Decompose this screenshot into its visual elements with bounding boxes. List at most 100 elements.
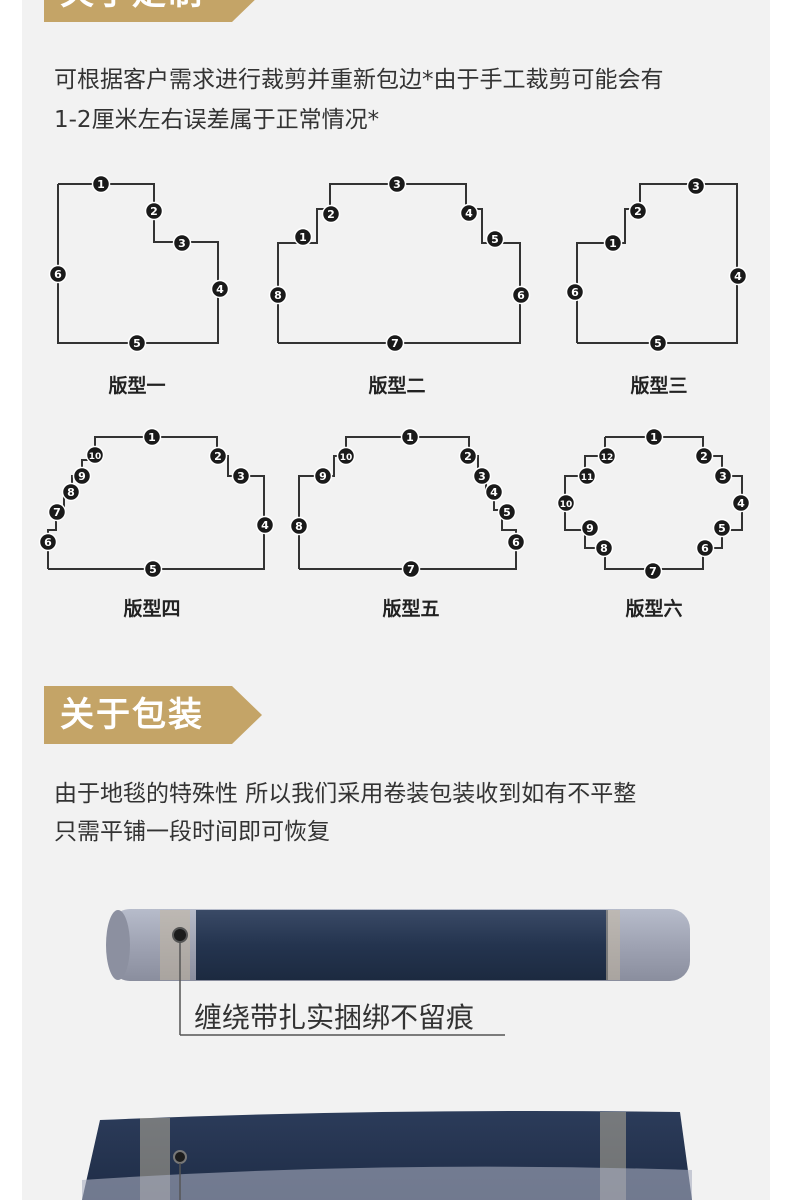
shape-5-marker-label-1: 1 bbox=[406, 431, 414, 444]
rolled-rug-image-2 bbox=[82, 1111, 692, 1200]
shape-2-marker-3 bbox=[387, 174, 407, 194]
tag-arrow-shape bbox=[44, 0, 255, 22]
shape-5-marker-label-7: 7 bbox=[407, 563, 415, 576]
shape-3-marker-label-6: 6 bbox=[571, 286, 579, 299]
shape-3-marker-label-1: 1 bbox=[609, 237, 617, 250]
shape-6-marker-4 bbox=[731, 493, 751, 513]
shape-2-marker-5 bbox=[485, 229, 505, 249]
shape-1-marker-label-4: 4 bbox=[216, 283, 224, 296]
shape-4-marker-label-2: 2 bbox=[214, 450, 222, 463]
shape-1-marker-5 bbox=[127, 333, 147, 353]
shape-6-marker-11 bbox=[577, 466, 597, 486]
shape-5-marker-label-2: 2 bbox=[464, 450, 472, 463]
shape-4-caption: 版型四 bbox=[123, 598, 181, 620]
shape-2-marker-label-3: 3 bbox=[393, 178, 401, 191]
shape-3-marker-1 bbox=[603, 233, 623, 253]
shape-1-marker-2 bbox=[144, 201, 164, 221]
shape-6-marker-6 bbox=[695, 538, 715, 558]
shape-6-marker-label-5: 5 bbox=[718, 522, 726, 535]
shape-3-marker-2 bbox=[628, 201, 648, 221]
shape-5-marker-5 bbox=[497, 502, 517, 522]
shape-5-marker-label-5: 5 bbox=[503, 506, 511, 519]
shape-1-marker-6 bbox=[48, 264, 68, 284]
shape-3-marker-label-4: 4 bbox=[734, 270, 742, 283]
shape-2-marker-1 bbox=[293, 227, 313, 247]
shape-5-outline bbox=[298, 436, 517, 570]
shape-5-marker-6 bbox=[506, 532, 526, 552]
shape-2-marker-label-7: 7 bbox=[391, 337, 399, 350]
shape-4-marker-5 bbox=[143, 559, 163, 579]
shape-2-marker-6 bbox=[511, 285, 531, 305]
customize-line-2: 1-2厘米左右误差属于正常情况* bbox=[54, 107, 380, 133]
shape-4-marker-10 bbox=[85, 445, 105, 465]
shape-6-marker-12 bbox=[597, 446, 617, 466]
shape-6-marker-label-2: 2 bbox=[700, 450, 708, 463]
shape-1-marker-label-2: 2 bbox=[150, 205, 158, 218]
shape-6-outline bbox=[564, 436, 743, 570]
rolled-rug-image-1 bbox=[106, 909, 690, 1036]
shape-6-marker-7 bbox=[643, 561, 663, 581]
shape-5-marker-7 bbox=[401, 559, 421, 579]
shape-4-marker-4 bbox=[255, 515, 275, 535]
shape-4-marker-label-9: 9 bbox=[78, 470, 86, 483]
shape-4-marker-3 bbox=[231, 466, 251, 486]
shape-3-marker-3 bbox=[686, 176, 706, 196]
shape-4-marker-9 bbox=[72, 466, 92, 486]
roll-note-label: 缠绕带扎实捆绑不留痕 bbox=[194, 1001, 475, 1034]
shape-6-caption: 版型六 bbox=[625, 598, 683, 620]
customize-section-tag: 关于定制 bbox=[44, 0, 264, 22]
packaging-line-1: 由于地毯的特殊性 所以我们采用卷装包装收到如有不平整 bbox=[54, 781, 637, 807]
shape-diagrams: 1234561234567812345612345678910123456789… bbox=[38, 174, 751, 581]
shape-6-marker-label-3: 3 bbox=[719, 470, 727, 483]
shape-6-marker-label-12: 12 bbox=[601, 453, 614, 463]
shape-5-marker-1 bbox=[400, 427, 420, 447]
shape-5-caption: 版型五 bbox=[382, 598, 440, 620]
shape-2-marker-4 bbox=[459, 203, 479, 223]
shape-5-marker-label-3: 3 bbox=[478, 470, 486, 483]
tag-arrow-shape bbox=[44, 686, 262, 744]
shape-5-marker-10 bbox=[336, 446, 356, 466]
shape-3-marker-label-2: 2 bbox=[634, 205, 642, 218]
shape-6-marker-5 bbox=[712, 518, 732, 538]
shape-6-marker-label-8: 8 bbox=[600, 542, 608, 555]
shape-6-marker-9 bbox=[580, 518, 600, 538]
shape-4-marker-label-4: 4 bbox=[261, 519, 269, 532]
shape-2-marker-label-1: 1 bbox=[299, 231, 307, 244]
customize-tag-label: 关于定制 bbox=[60, 0, 204, 22]
shape-3-caption: 版型三 bbox=[630, 375, 688, 397]
shape-4-outline bbox=[47, 436, 265, 570]
shape-6-marker-label-6: 6 bbox=[701, 542, 709, 555]
shape-3-marker-6 bbox=[565, 282, 585, 302]
content-panel bbox=[22, 0, 770, 1200]
shape-2-marker-8 bbox=[268, 285, 288, 305]
shape-6-marker-10 bbox=[556, 493, 576, 513]
shape-6-marker-2 bbox=[694, 446, 714, 466]
shape-6-marker-label-9: 9 bbox=[586, 522, 594, 535]
shape-4-marker-label-10: 10 bbox=[89, 452, 102, 462]
shape-6-marker-3 bbox=[713, 466, 733, 486]
customize-line-1: 可根据客户需求进行裁剪并重新包边*由于手工裁剪可能会有 bbox=[54, 67, 664, 93]
shape-5-marker-label-9: 9 bbox=[319, 470, 327, 483]
shape-5-marker-2 bbox=[458, 446, 478, 466]
shape-3-marker-5 bbox=[648, 333, 668, 353]
shape-1-outline bbox=[57, 183, 219, 344]
shape-1-marker-1 bbox=[91, 174, 111, 194]
shape-3-marker-label-3: 3 bbox=[692, 180, 700, 193]
shape-4-marker-label-7: 7 bbox=[53, 506, 61, 519]
shape-5-marker-4 bbox=[484, 482, 504, 502]
shape-6-marker-label-1: 1 bbox=[650, 431, 658, 444]
shape-4-marker-7 bbox=[47, 502, 67, 522]
shape-2-marker-7 bbox=[385, 333, 405, 353]
shape-3-outline bbox=[576, 183, 738, 344]
shape-4-marker-label-1: 1 bbox=[148, 431, 156, 444]
shape-5-marker-label-8: 8 bbox=[295, 520, 303, 533]
shape-4-marker-label-6: 6 bbox=[44, 536, 52, 549]
shape-1-marker-label-1: 1 bbox=[97, 178, 105, 191]
shape-5-marker-3 bbox=[472, 466, 492, 486]
shape-2-outline bbox=[277, 183, 521, 344]
shape-1-marker-label-6: 6 bbox=[54, 268, 62, 281]
shape-1-marker-label-3: 3 bbox=[178, 237, 186, 250]
shape-1-caption: 版型一 bbox=[108, 375, 166, 397]
shape-4-marker-8 bbox=[61, 482, 81, 502]
shape-2-marker-label-2: 2 bbox=[327, 208, 335, 221]
